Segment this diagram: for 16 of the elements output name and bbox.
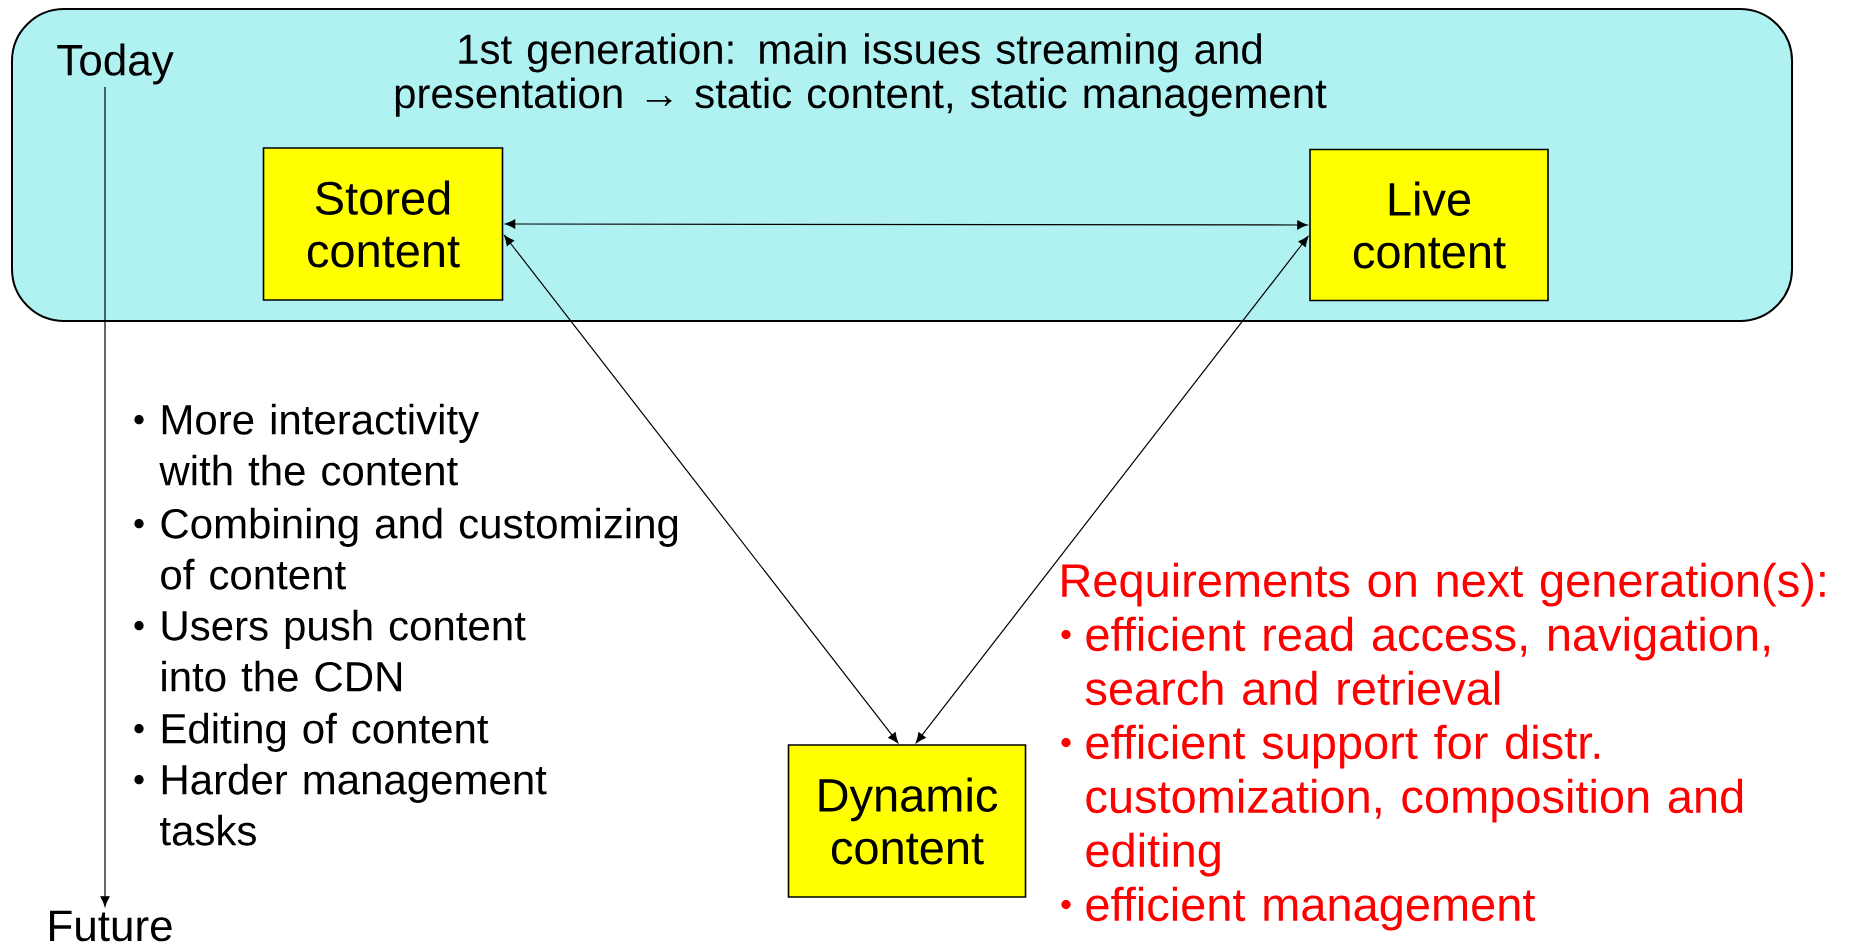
content-box: Stored content [262,147,504,301]
content-box: Live content [1309,148,1549,302]
time-label: Today [57,43,174,85]
bullet-text: More interactivity with the content [159,403,480,486]
double-arrow [504,219,1308,230]
requirements-heading: Requirements on next generation(s): [1062,562,1825,607]
content-box: Dynamic content [787,744,1027,898]
timeline-arrow [100,86,110,907]
double-arrow [504,235,899,743]
double-arrow [915,236,1309,743]
bullet-text: Editing of content [162,712,489,752]
bullet-text: Harder management tasks [160,763,547,846]
requirement-text: efficient management [1086,886,1536,931]
time-label: Future [50,910,172,942]
bullet-text: Combining and customizing of content [161,507,678,590]
bullet-text: Users push content into the CDN [162,609,526,692]
